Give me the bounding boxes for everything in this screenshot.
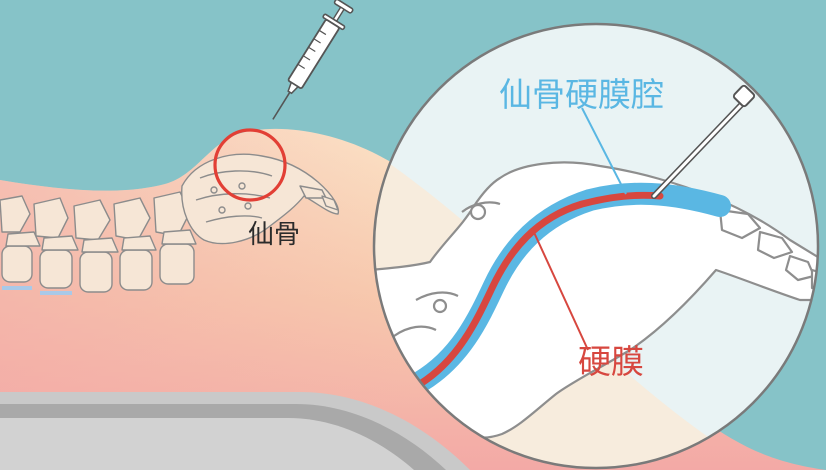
dura-leader-line [531,227,589,351]
space-leader-line [581,107,627,195]
syringe-icon [272,0,354,120]
sacrum-large [374,161,818,439]
bed [0,392,470,470]
epidural-space-label: 仙骨硬膜腔 [499,75,664,114]
highlight-circle [213,128,287,202]
dura-mater [416,191,664,388]
lumbar-spine [0,191,197,295]
zoom-view [372,22,820,470]
needle-icon [651,84,756,199]
dura-label: 硬膜 [578,342,644,381]
sacrum-label: 仙骨 [248,220,301,250]
